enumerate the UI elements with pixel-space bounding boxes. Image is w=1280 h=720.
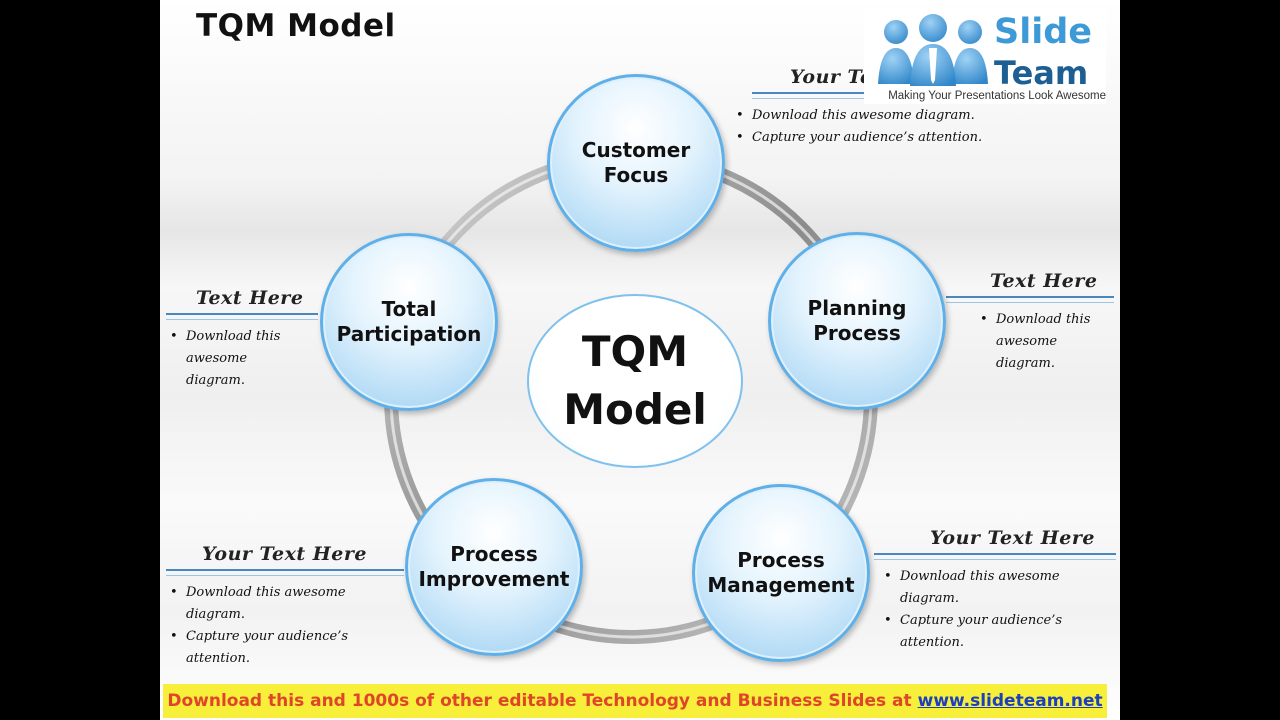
center-label: TQM Model xyxy=(563,327,707,434)
node-label: Process Improvement xyxy=(418,542,570,591)
logo-tagline: Making Your Presentations Look Awesome xyxy=(888,90,1106,102)
slide: TQM Model Your Text Here Download this a… xyxy=(160,0,1120,720)
node-process-management: Process Management xyxy=(692,484,870,662)
callout-divider xyxy=(166,313,318,320)
node-customer-focus: Customer Focus xyxy=(547,74,725,252)
callout-title: Your Text Here xyxy=(930,527,1095,549)
callout-bottom-left: Your Text Here Download this awesome dia… xyxy=(166,543,404,670)
callout-bullet: Download this awesome diagram. xyxy=(732,105,992,127)
callout-bullet: Download this awesome diagram. xyxy=(166,326,306,392)
node-label: Process Management xyxy=(707,548,855,597)
callout-divider xyxy=(874,553,1116,560)
callout-title: Your Text Here xyxy=(202,543,367,565)
download-banner: Download this and 1000s of other editabl… xyxy=(163,684,1107,718)
banner-text: Download this and 1000s of other editabl… xyxy=(167,691,912,711)
node-label: Planning Process xyxy=(807,296,907,345)
center-node: TQM Model xyxy=(527,294,743,468)
callout-bullet: Download this awesome diagram. xyxy=(880,566,1116,610)
node-process-improvement: Process Improvement xyxy=(405,478,583,656)
callout-bullet: Capture your audience’s attention. xyxy=(166,626,404,670)
slideteam-logo: Slide Team Making Your Presentations Loo… xyxy=(864,8,1106,104)
callout-bullet: Download this awesome diagram. xyxy=(976,309,1112,375)
node-label: Total Participation xyxy=(336,297,482,346)
callout-bottom-right: Your Text Here Download this awesome dia… xyxy=(874,527,1116,654)
callout-bullet: Capture your audience’s attention. xyxy=(732,127,992,149)
people-group-icon xyxy=(878,14,988,86)
page-title: TQM Model xyxy=(196,8,396,44)
callout-bullet: Download this awesome diagram. xyxy=(166,582,404,626)
node-label: Customer Focus xyxy=(581,138,691,187)
callout-title: Text Here xyxy=(990,270,1098,292)
logo-word-slide: Slide xyxy=(994,12,1092,52)
callout-right: Text Here Download this awesome diagram. xyxy=(946,270,1114,375)
banner-link[interactable]: www.slideteam.net xyxy=(917,691,1103,711)
node-planning-process: Planning Process xyxy=(768,232,946,410)
callout-title: Text Here xyxy=(196,287,304,309)
callout-bullet: Capture your audience’s attention. xyxy=(880,610,1116,654)
logo-word-team: Team xyxy=(994,54,1089,92)
node-total-participation: Total Participation xyxy=(320,233,498,411)
callout-divider xyxy=(946,296,1114,303)
callout-divider xyxy=(166,569,404,576)
callout-left: Text Here Download this awesome diagram. xyxy=(166,287,318,392)
